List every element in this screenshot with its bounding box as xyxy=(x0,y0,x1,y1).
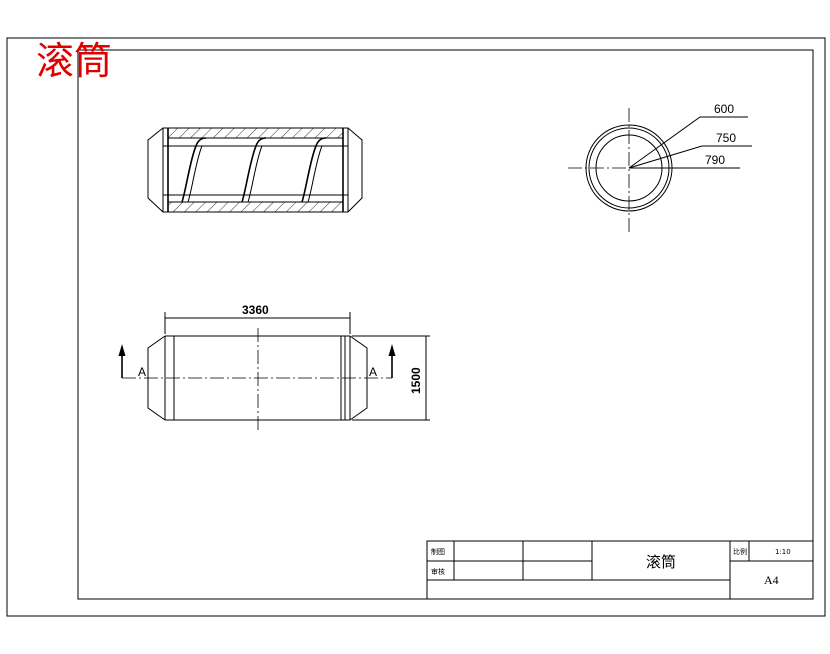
title-block: 制图 审核 滚筒 比例 1:10 A4 xyxy=(426,540,814,600)
spiral-flight xyxy=(181,137,207,203)
leader-750 xyxy=(628,145,752,169)
section-arrow-right xyxy=(388,344,396,356)
dim-600: 600 xyxy=(714,102,734,116)
circle-view: 600 750 790 xyxy=(568,102,752,232)
tb-scale-label: 比例 xyxy=(733,547,747,556)
corner-title: 滚筒 xyxy=(36,39,112,83)
section-right-cone xyxy=(347,127,363,213)
spiral-flight xyxy=(307,145,323,203)
section-label-right: A xyxy=(369,365,377,379)
outer-border xyxy=(6,37,826,617)
section-bottom-wall xyxy=(167,201,344,213)
section-arrow-left xyxy=(118,344,126,356)
section-label-left: A xyxy=(138,365,146,379)
tb-checked-label: 审核 xyxy=(431,567,445,576)
tb-scale-value: 1:10 xyxy=(775,548,791,556)
leader-600 xyxy=(628,116,748,169)
title-block-frame xyxy=(426,540,814,600)
tb-sheet-size: A4 xyxy=(764,573,779,587)
spiral-flight xyxy=(301,137,327,203)
elevation-view: 3360 1500 A A xyxy=(118,303,430,430)
section-top-wall xyxy=(167,127,344,139)
tb-part-name: 滚筒 xyxy=(646,553,676,571)
dim-790: 790 xyxy=(705,153,725,167)
section-view xyxy=(147,127,363,213)
dim-750: 750 xyxy=(716,131,736,145)
spiral-flight xyxy=(247,145,263,203)
spiral-flight xyxy=(241,137,267,203)
height-dim: 1500 xyxy=(409,367,423,394)
tb-drawn-label: 制图 xyxy=(431,547,445,556)
length-dim: 3360 xyxy=(242,303,269,317)
spiral-flight xyxy=(187,145,203,203)
section-left-cone xyxy=(147,127,164,213)
